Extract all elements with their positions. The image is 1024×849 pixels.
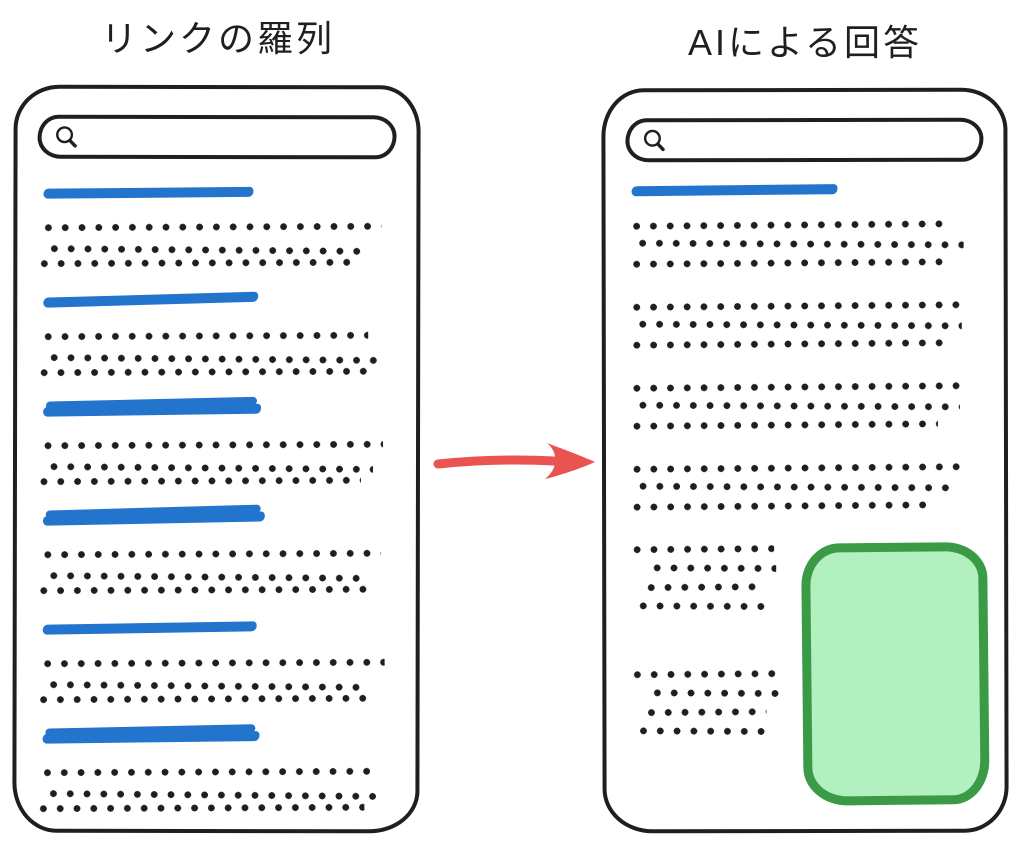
search-bar[interactable]	[37, 114, 397, 160]
snippet-text-row	[39, 257, 358, 269]
answer-text-row	[631, 418, 938, 432]
snippet-rows	[39, 221, 390, 269]
snippet-text-row	[42, 766, 377, 778]
result-link-line[interactable]	[631, 184, 838, 197]
snippet-text-row	[43, 439, 384, 451]
result-link-line[interactable]	[43, 403, 262, 417]
search-bar[interactable]	[625, 117, 984, 163]
answer-text-row	[646, 581, 763, 593]
snippet-rows	[39, 330, 390, 378]
search-results-list	[38, 186, 390, 814]
snippet-text-row	[43, 221, 382, 233]
snippet-text-row	[43, 330, 369, 342]
answer-text-row	[631, 218, 952, 232]
snippet-rows	[38, 439, 390, 487]
snippet-text-row	[42, 657, 385, 669]
result-link-line[interactable]	[43, 186, 254, 199]
links-list-mockup	[12, 84, 421, 834]
snippet-text-row	[42, 570, 363, 584]
answer-paragraph	[631, 380, 978, 432]
answer-paragraph	[631, 299, 978, 351]
answer-text-row	[631, 380, 966, 394]
snippet-text-row	[39, 366, 370, 378]
snippet-text-row	[42, 788, 379, 802]
result-link-line[interactable]	[42, 511, 265, 526]
answer-text-row	[632, 600, 767, 612]
answer-text-row	[632, 668, 783, 680]
answer-text-row	[632, 725, 773, 737]
answer-text-row	[646, 687, 783, 699]
snippet-text-row	[38, 584, 367, 596]
answer-text-row	[631, 400, 960, 412]
snippet-text-row	[42, 548, 381, 560]
search-result-item	[38, 731, 389, 814]
snippet-text-row	[38, 475, 361, 487]
answer-text-row	[631, 461, 963, 475]
answer-text-row	[631, 238, 964, 250]
snippet-rows	[38, 548, 390, 596]
snippet-text-row	[43, 243, 366, 257]
right-panel-title: AIによる回答	[688, 22, 922, 63]
answer-text-row	[631, 256, 948, 270]
answer-text-row	[632, 499, 929, 513]
left-panel-title: リンクの羅列	[100, 18, 335, 59]
snippet-text-row	[42, 679, 361, 693]
answer-text-row	[632, 481, 951, 493]
search-icon	[56, 125, 77, 148]
answer-text-row	[632, 543, 775, 555]
snippet-rows	[38, 657, 390, 705]
ai-answer-highlight-box	[801, 541, 990, 806]
search-result-item	[39, 291, 390, 378]
ai-answer-mockup	[601, 87, 1009, 834]
snippet-text-row	[42, 461, 374, 475]
snippet-text-row	[43, 352, 380, 366]
answer-text-row	[631, 319, 962, 331]
search-result-item	[38, 621, 390, 705]
search-result-item	[38, 511, 390, 596]
transform-arrow	[432, 436, 602, 488]
answer-text-row	[646, 706, 767, 718]
answer-text-row	[631, 337, 944, 351]
snippet-rows	[38, 766, 389, 814]
result-link-line[interactable]	[42, 731, 260, 744]
result-link-line[interactable]	[42, 621, 257, 635]
answer-paragraph	[631, 218, 978, 270]
right-arrow-icon	[433, 443, 595, 479]
search-result-item	[38, 403, 390, 487]
search-result-item	[39, 186, 390, 269]
snippet-text-row	[38, 693, 369, 705]
result-link-line[interactable]	[43, 291, 259, 308]
answer-paragraph	[631, 461, 978, 513]
snippet-text-row	[38, 802, 365, 814]
answer-text-row	[646, 562, 777, 574]
search-icon	[643, 129, 665, 151]
answer-text-row	[631, 299, 968, 313]
